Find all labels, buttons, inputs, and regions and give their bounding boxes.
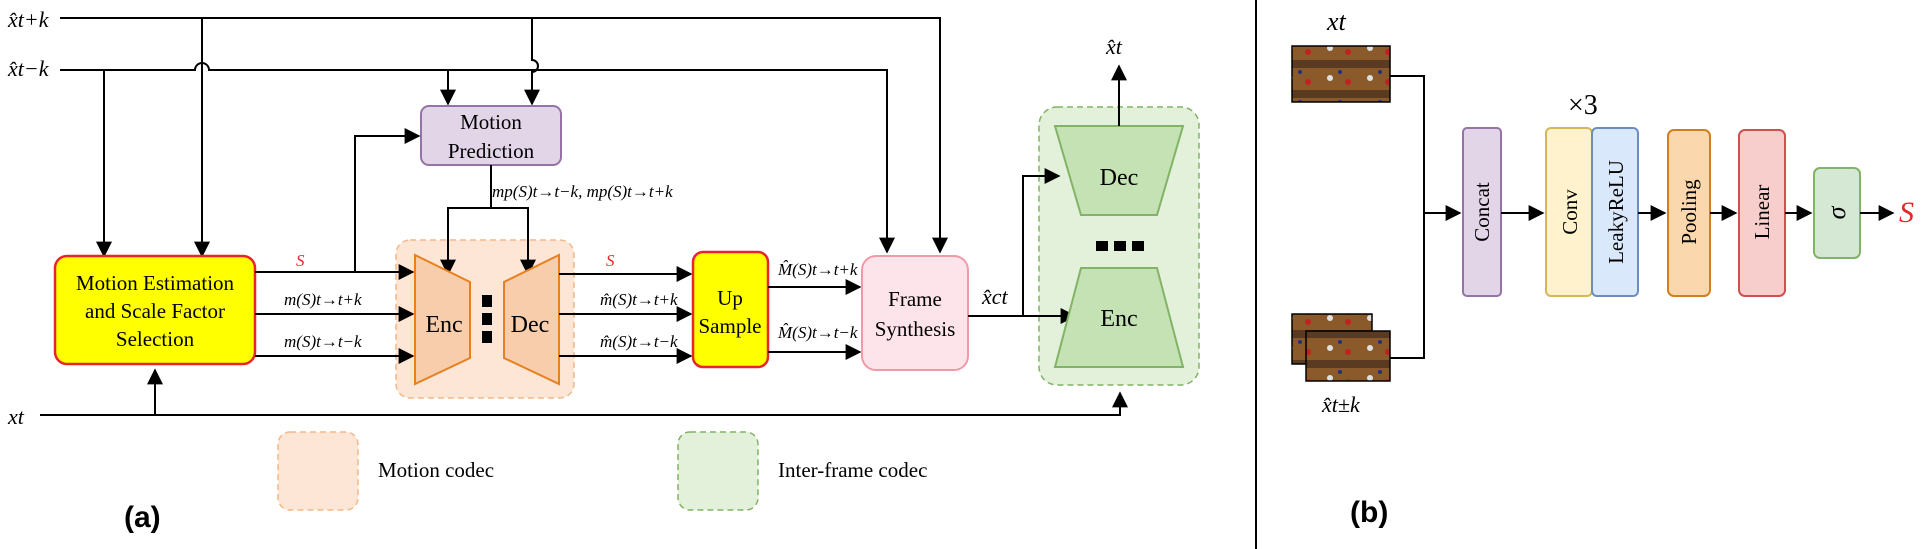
- leakyrelu-label: LeakyReLU: [1604, 160, 1628, 264]
- output-x-hat-t: x̂t: [1105, 34, 1123, 59]
- m-minus-label: m(S)t→t−k: [284, 332, 362, 351]
- line-x-t: [40, 391, 1128, 416]
- m-hat-minus-label: m̂(S)t→t−k: [600, 332, 678, 351]
- output-s: S: [1899, 196, 1914, 229]
- line-xpm-to-concat: [1390, 205, 1462, 359]
- M-hat-plus-label: M̂(S)t→t+k: [777, 260, 858, 279]
- s-label-2: S: [606, 251, 615, 270]
- motion-dec-label: Dec: [511, 312, 550, 338]
- line-xc-to-dec: [968, 168, 1061, 317]
- panel-b: xt x̂t±k Concat Conv LeakyReLU ×3 Poolin…: [1291, 7, 1914, 529]
- line-xt-to-concat: [1390, 75, 1425, 213]
- legend-motion-codec-swatch: [277, 431, 359, 511]
- motion-dec-shape: [503, 253, 560, 386]
- inter-dec-label: Dec: [1100, 165, 1139, 191]
- inter-quant-1: [1096, 241, 1108, 251]
- legend-motion-codec-label: Motion codec: [378, 458, 494, 482]
- motion-prediction-line2: Prediction: [448, 139, 535, 163]
- panel-a: x̂t+k x̂t−k xt Motion Prediction mp(S)t→…: [7, 7, 1200, 534]
- x-hat-c-label: x̂ct: [981, 284, 1009, 309]
- frame-thumbnail-icon: [1291, 45, 1391, 103]
- pooling-label: Pooling: [1677, 179, 1701, 245]
- frame-synthesis-line1: Frame: [888, 287, 942, 311]
- motion-est-line3: Selection: [116, 327, 195, 351]
- inter-enc-label: Enc: [1100, 306, 1137, 332]
- input-x-hat-t-minus-k: x̂t−k: [7, 56, 50, 81]
- frame-synthesis-box: [861, 255, 969, 371]
- m-plus-label: m(S)t→t+k: [284, 290, 362, 309]
- linear-label: Linear: [1750, 185, 1774, 240]
- motion-estimation-box: [53, 254, 257, 366]
- repeat-label: ×3: [1568, 90, 1598, 121]
- line-x-hat-t-minus-k: [60, 62, 895, 254]
- legend-inter-frame-codec-swatch: [677, 431, 759, 511]
- legend-inter-frame-codec-label: Inter-frame codec: [778, 458, 927, 482]
- input-x-hat-t-plus-k: x̂t+k: [7, 7, 50, 32]
- line-mp-to-dec: [491, 207, 536, 276]
- conv-label: Conv: [1558, 189, 1582, 235]
- panel-b-x-hat-pm: x̂t±k: [1321, 392, 1361, 417]
- concat-label: Concat: [1470, 182, 1494, 242]
- motion-prediction-line1: Motion: [460, 110, 522, 134]
- m-hat-plus-label: m̂(S)t→t+k: [600, 290, 678, 309]
- frame-stack-front-icon: [1305, 330, 1391, 382]
- panel-b-label: (b): [1350, 496, 1388, 529]
- panel-b-x-t: xt: [1326, 7, 1347, 36]
- upsample-line1: Up: [717, 286, 743, 310]
- frame-synthesis-line2: Synthesis: [875, 317, 956, 341]
- inter-quant-3: [1132, 241, 1144, 251]
- motion-enc-shape: [414, 253, 471, 386]
- upsample-line2: Sample: [699, 314, 762, 338]
- quantizer-block-2: [482, 313, 492, 325]
- inter-quant-2: [1114, 241, 1126, 251]
- M-hat-minus-label: M̂(S)t→t−k: [777, 323, 858, 342]
- upsample-box: [691, 250, 770, 369]
- line-plus-to-motion-pred: [524, 18, 540, 106]
- motion-enc-label: Enc: [425, 312, 462, 338]
- line-x-hat-t-plus-k: [60, 17, 948, 254]
- line-mp-to-enc: [440, 165, 492, 276]
- line-s-to-motion-pred: [255, 128, 421, 273]
- sigma-label: σ: [1822, 205, 1851, 219]
- inter-enc-shape: [1053, 267, 1185, 368]
- quantizer-block-3: [482, 331, 492, 343]
- s-label-1: S: [296, 251, 305, 270]
- motion-est-line2: and Scale Factor: [85, 299, 225, 323]
- quantizer-block-1: [482, 295, 492, 307]
- panel-a-label: (a): [124, 501, 161, 534]
- input-x-t: xt: [7, 404, 25, 429]
- mp-label: mp(S)t→t−k, mp(S)t→t+k: [492, 182, 673, 201]
- motion-est-line1: Motion Estimation: [76, 271, 235, 295]
- inter-dec-shape: [1053, 125, 1185, 216]
